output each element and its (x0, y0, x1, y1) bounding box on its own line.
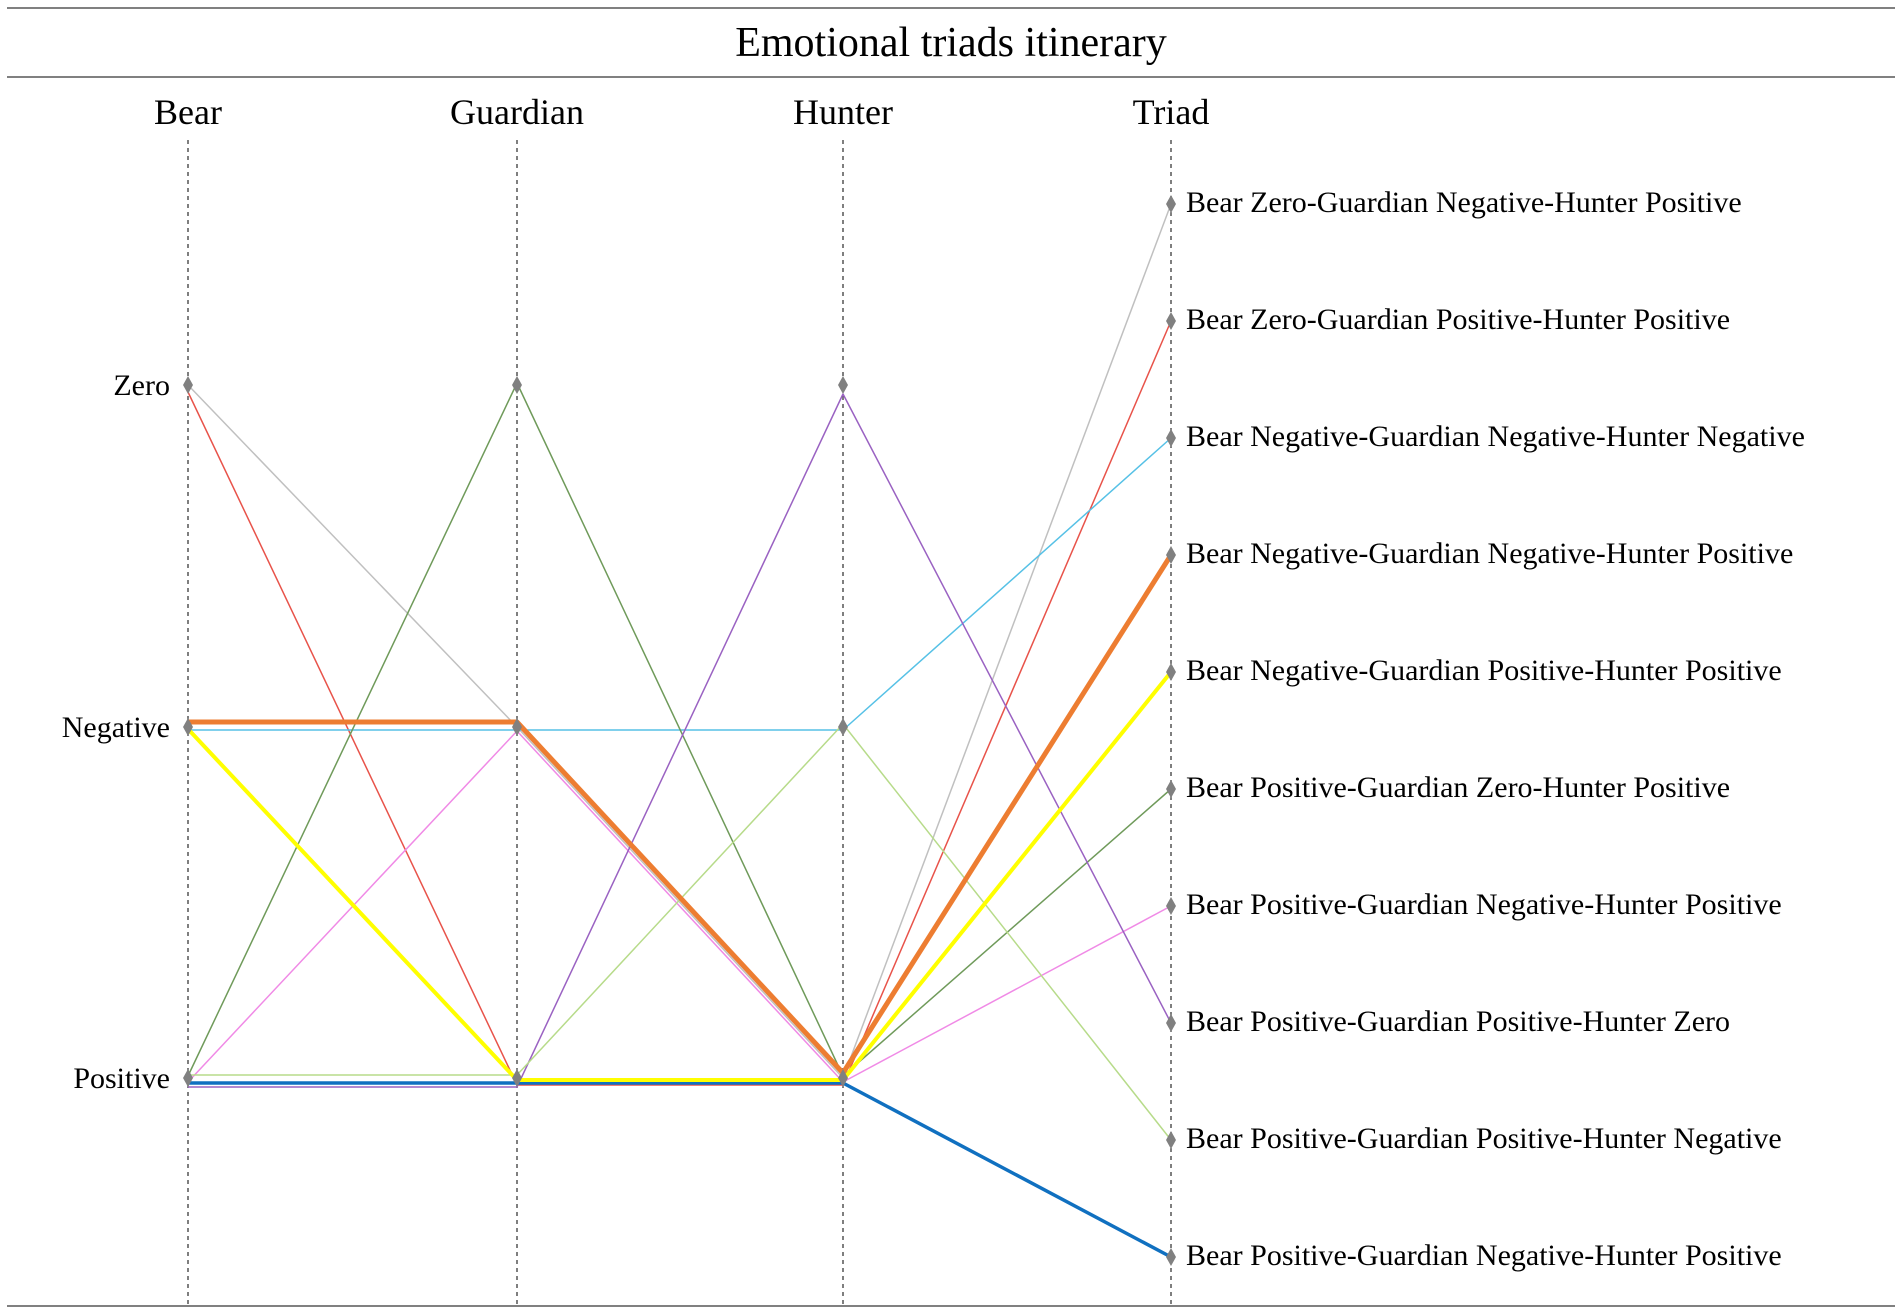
triad-label-10: Bear Positive-Guardian Negative-Hunter P… (1186, 1239, 1782, 1272)
marker-bear-negative (183, 718, 193, 736)
marker-bear-positive (183, 1069, 193, 1087)
level-label-negative: Negative (62, 711, 170, 744)
triad-label-1: Bear Zero-Guardian Negative-Hunter Posit… (1186, 186, 1742, 219)
triad-label-3: Bear Negative-Guardian Negative-Hunter N… (1186, 420, 1805, 453)
markers-layer (183, 195, 1176, 1266)
triad-label-8: Bear Positive-Guardian Positive-Hunter Z… (1186, 1005, 1730, 1038)
marker-guardian-zero (512, 376, 522, 394)
axis-label-bear: Bear (154, 92, 222, 132)
marker-triad-8 (1166, 1014, 1176, 1032)
triad-label-9: Bear Positive-Guardian Positive-Hunter N… (1186, 1122, 1782, 1155)
marker-triad-10 (1166, 1248, 1176, 1266)
marker-guardian-positive (512, 1069, 522, 1087)
series-lines (186, 203, 1174, 1259)
marker-triad-3 (1166, 429, 1176, 447)
marker-bear-zero (183, 376, 193, 394)
marker-triad-1 (1166, 195, 1176, 213)
series-line-2 (187, 320, 1172, 1086)
chart-title: Emotional triads itinerary (735, 20, 1167, 66)
series-line-8 (188, 393, 1172, 1088)
series-line-10 (188, 1081, 1172, 1259)
marker-hunter-negative (838, 718, 848, 736)
labels-layer: Bear Guardian Hunter TriadZeroNegativePosit… (62, 92, 1805, 1272)
marker-triad-7 (1166, 897, 1176, 915)
marker-hunter-zero (838, 376, 848, 394)
series-line-4 (188, 553, 1174, 1076)
series-line-5 (186, 670, 1173, 1082)
axis-label-guardian: Guardian (450, 92, 584, 132)
marker-triad-6 (1166, 780, 1176, 798)
axis-label-hunter: Hunter (793, 92, 893, 132)
triad-label-7: Bear Positive-Guardian Negative-Hunter P… (1186, 888, 1782, 921)
axis-label-triad: Triad (1133, 92, 1210, 132)
series-line-1 (187, 203, 1172, 1079)
level-label-zero: Zero (113, 369, 170, 402)
marker-triad-2 (1166, 312, 1176, 330)
triad-label-2: Bear Zero-Guardian Positive-Hunter Posit… (1186, 303, 1730, 336)
series-line-3 (188, 437, 1172, 731)
marker-triad-5 (1166, 663, 1176, 681)
marker-triad-9 (1166, 1131, 1176, 1149)
marker-triad-4 (1166, 546, 1176, 564)
level-label-positive: Positive (73, 1062, 170, 1095)
axes-layer (187, 140, 1172, 1306)
triad-label-5: Bear Negative-Guardian Positive-Hunter P… (1186, 654, 1782, 687)
marker-hunter-positive (838, 1069, 848, 1087)
triad-label-6: Bear Positive-Guardian Zero-Hunter Posit… (1186, 771, 1730, 804)
triad-label-4: Bear Negative-Guardian Negative-Hunter P… (1186, 537, 1793, 570)
marker-guardian-negative (512, 718, 522, 736)
